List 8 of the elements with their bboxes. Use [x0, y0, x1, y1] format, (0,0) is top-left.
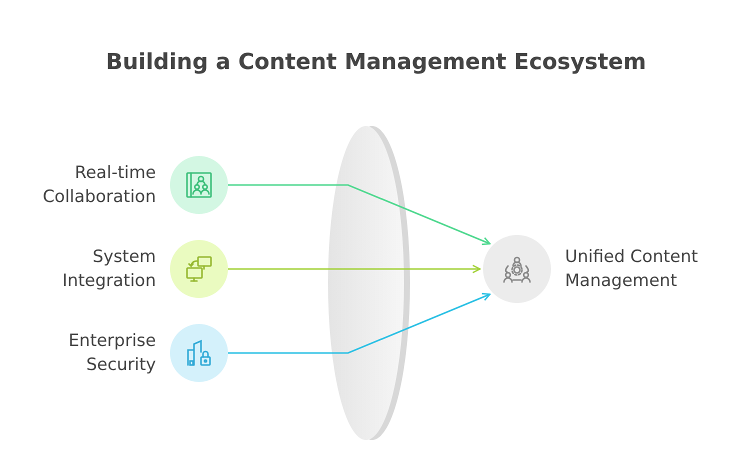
node-label: System Integration: [61, 246, 156, 293]
arrow: [228, 184, 491, 246]
node-label: Enterprise Security: [68, 330, 156, 377]
node-label: Real-time Collaboration: [42, 162, 156, 209]
arrow: [228, 292, 491, 354]
diagram-title: Building a Content Management Ecosystem: [104, 50, 648, 75]
node-label: Unified Content Management: [565, 246, 699, 293]
arrow: [228, 264, 481, 274]
